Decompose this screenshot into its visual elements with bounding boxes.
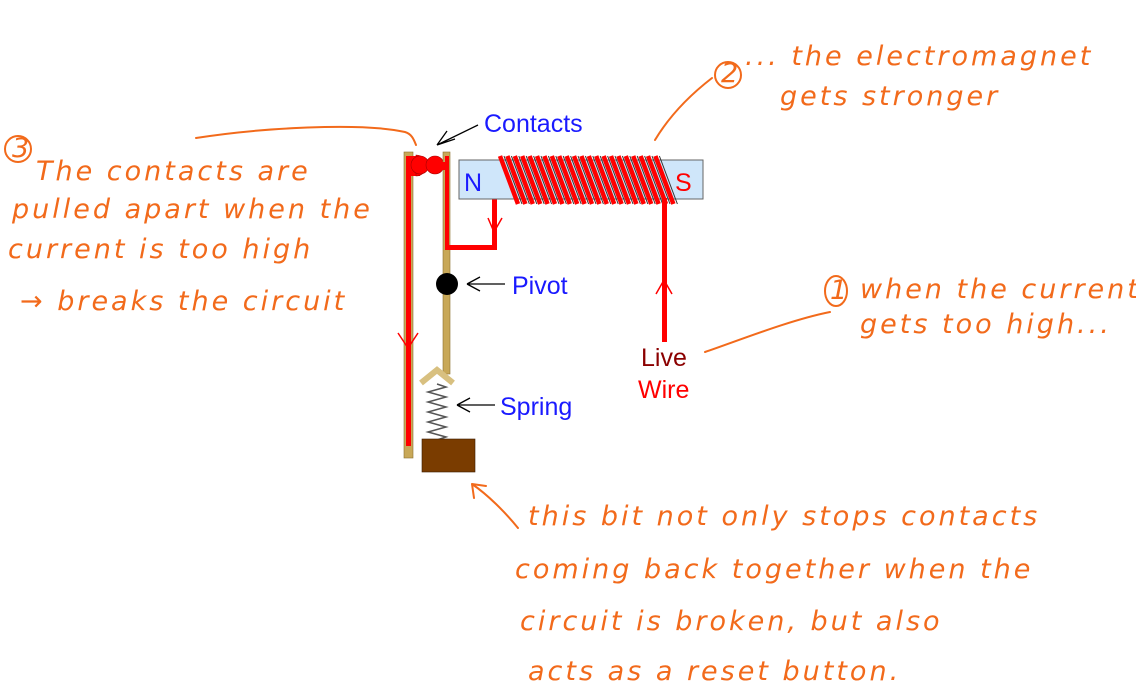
coil-turn bbox=[534, 155, 558, 205]
coil-turn-shadow bbox=[584, 155, 604, 205]
coil-turn-shadow bbox=[614, 155, 634, 205]
coil-turn bbox=[594, 155, 617, 205]
coil-turn bbox=[586, 155, 609, 205]
pivot-label: Pivot bbox=[512, 272, 568, 300]
note3-number: 3 bbox=[12, 133, 32, 164]
wire-label: Wire bbox=[638, 376, 689, 404]
coil-turn bbox=[645, 155, 669, 205]
coil-turn-shadow bbox=[636, 155, 656, 205]
note-bottom-line: coming back together when the bbox=[515, 554, 1033, 585]
coil-turn bbox=[571, 155, 595, 205]
coil-turn-shadow bbox=[599, 155, 619, 205]
coil-turn bbox=[631, 155, 654, 205]
arrow-down-icon bbox=[487, 217, 503, 234]
note2-line: gets stronger bbox=[780, 81, 1000, 112]
north-pole-label: N bbox=[464, 169, 482, 197]
coil-turn-shadow bbox=[577, 155, 597, 205]
coil-turn bbox=[549, 155, 572, 205]
south-pole-label: S bbox=[675, 169, 692, 197]
live-label: Live bbox=[641, 344, 687, 372]
note1-line: gets too high... bbox=[860, 309, 1112, 340]
note3-line: current is too high bbox=[8, 234, 313, 265]
coil-turn-shadow bbox=[658, 155, 678, 205]
coil-turn-shadow bbox=[607, 155, 627, 205]
coil-turn bbox=[520, 155, 543, 205]
coil-turn-shadow bbox=[503, 155, 523, 205]
coil-turn-shadow bbox=[621, 155, 641, 205]
coil bbox=[497, 155, 678, 205]
note-bottom-line: this bit not only stops contacts bbox=[528, 501, 1040, 532]
note2-number: 2 bbox=[721, 58, 741, 89]
label-pointers bbox=[436, 124, 505, 413]
coil-turn-shadow bbox=[540, 155, 560, 205]
note3-line: The contacts are bbox=[36, 156, 311, 187]
arrow-down-icon bbox=[397, 332, 419, 350]
electromagnet: N S bbox=[458, 155, 704, 205]
coil-turn-shadow bbox=[518, 155, 538, 205]
coil-turn bbox=[638, 155, 661, 205]
coil-turn bbox=[608, 155, 632, 205]
coil-turn-shadow bbox=[533, 155, 553, 205]
fixed-contact-rod bbox=[403, 151, 420, 459]
coil-turn-shadow bbox=[629, 155, 649, 205]
note-bottom-line: acts as a reset button. bbox=[528, 656, 901, 687]
coil-turn-shadow bbox=[562, 155, 582, 205]
coil-turn bbox=[623, 155, 646, 205]
reset-block bbox=[421, 438, 476, 473]
coil-turn-shadow bbox=[592, 155, 612, 205]
coil-turn bbox=[653, 155, 676, 205]
arrow-up-icon bbox=[655, 278, 673, 295]
annotation-ink bbox=[4, 61, 848, 529]
coil-turn bbox=[601, 155, 624, 205]
coil-turn bbox=[542, 155, 565, 205]
live-wire bbox=[662, 198, 667, 342]
note1-number: 1 bbox=[830, 275, 850, 306]
coil-turn-shadow bbox=[644, 155, 664, 205]
coil-turn-shadow bbox=[547, 155, 567, 205]
contacts-label: Contacts bbox=[484, 110, 583, 138]
coil-turn-shadow bbox=[651, 155, 671, 205]
spring bbox=[419, 366, 455, 441]
pivot bbox=[436, 273, 458, 295]
note2-line: ... the electromagnet bbox=[745, 41, 1093, 72]
current-arrows bbox=[397, 217, 673, 350]
coil-turn-shadow bbox=[510, 155, 530, 205]
pointer-arrow-icon bbox=[466, 276, 505, 292]
coil-turn bbox=[527, 155, 550, 205]
coil-turn-shadow bbox=[570, 155, 590, 205]
pointer-arrow-icon bbox=[436, 124, 479, 146]
spring-label: Spring bbox=[500, 393, 572, 421]
coil-turn-shadow bbox=[555, 155, 575, 205]
pointer-arrow-icon bbox=[456, 397, 495, 413]
note1-line: when the current bbox=[860, 274, 1136, 305]
note-bottom-line: circuit is broken, but also bbox=[520, 606, 943, 637]
coil-turn bbox=[564, 155, 587, 205]
note3-line: pulled apart when the bbox=[11, 194, 373, 225]
coil-turn bbox=[512, 155, 535, 205]
coil-turn bbox=[579, 155, 602, 205]
coil-turn bbox=[557, 155, 580, 205]
coil-turn bbox=[505, 155, 528, 205]
coil-turn-shadow bbox=[525, 155, 545, 205]
note3-line: → breaks the circuit bbox=[20, 286, 347, 317]
coil-turn bbox=[616, 155, 639, 205]
coil-turn bbox=[497, 155, 521, 205]
